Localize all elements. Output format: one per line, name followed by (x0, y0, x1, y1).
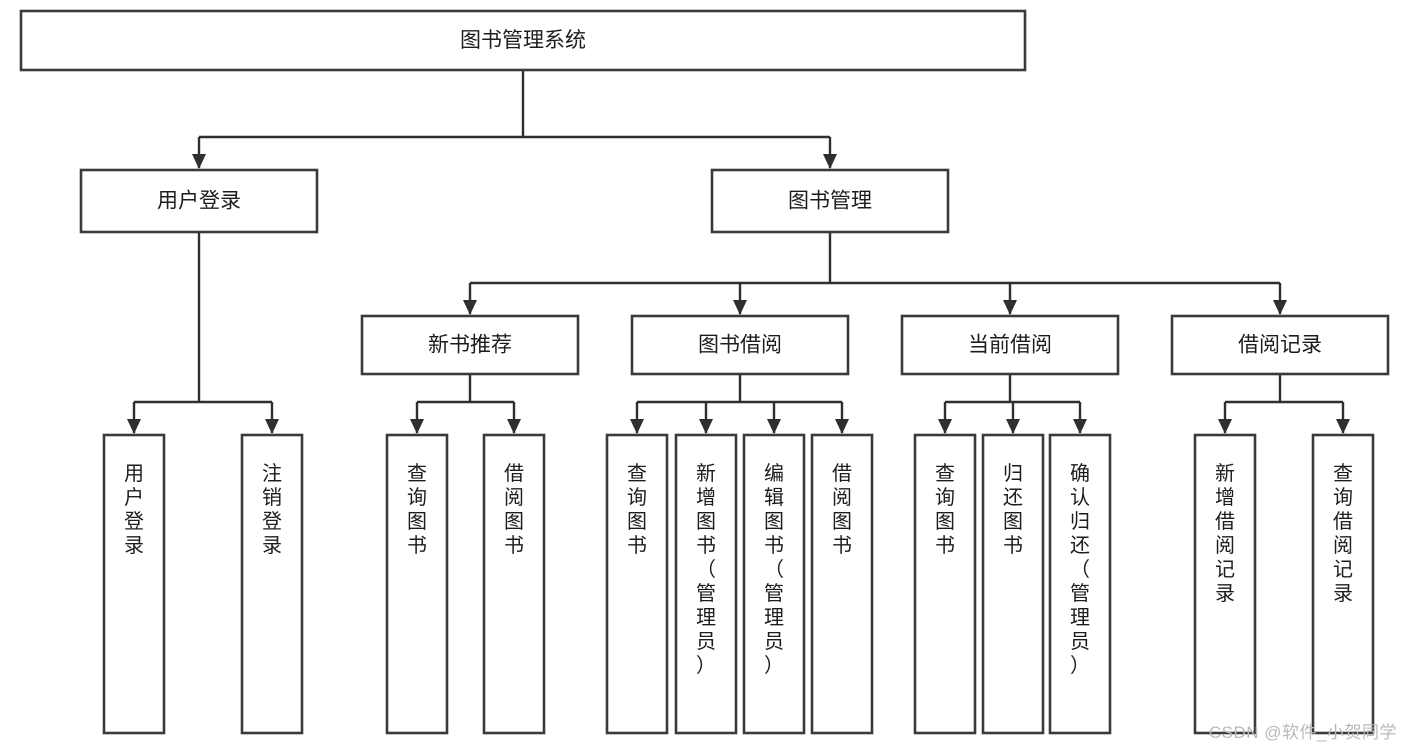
node-label-book-borrow: 图书借阅 (698, 334, 782, 357)
node-leaf-query-record[interactable]: 查询借阅记录 (1311, 433, 1375, 735)
node-box-leaf-edit-book (742, 433, 806, 735)
arrow-head-icon (1073, 419, 1087, 434)
node-leaf-query-book-1[interactable]: 查询图书 (385, 433, 449, 735)
connector-layer (127, 70, 1350, 434)
node-layer: 图书管理系统用户登录图书管理新书推荐图书借阅当前借阅借阅记录用户登录注销登录查询… (19, 9, 1390, 735)
connector-group-book-borrow (630, 374, 849, 434)
node-label-borrow-record: 借阅记录 (1238, 334, 1322, 357)
arrow-head-icon (410, 419, 424, 434)
node-label-leaf-edit-book: 编辑图书（管理员） (764, 462, 784, 677)
node-box-leaf-borrow-book-1 (482, 433, 546, 735)
node-leaf-confirm-return[interactable]: 确认归还（管理员） (1048, 433, 1112, 735)
node-root[interactable]: 图书管理系统 (19, 9, 1027, 72)
node-box-current-borrow (900, 314, 1120, 376)
node-box-leaf-borrow-book-2 (810, 433, 874, 735)
arrow-head-icon (823, 154, 837, 169)
node-leaf-add-record[interactable]: 新增借阅记录 (1193, 433, 1257, 735)
node-box-book-borrow (630, 314, 850, 376)
connector-group-root (192, 70, 837, 169)
arrow-head-icon (127, 419, 141, 434)
node-leaf-query-book-3[interactable]: 查询图书 (913, 433, 977, 735)
node-leaf-return-book[interactable]: 归还图书 (981, 433, 1045, 735)
node-box-leaf-query-record (1311, 433, 1375, 735)
node-current-borrow[interactable]: 当前借阅 (900, 314, 1120, 376)
node-box-leaf-add-record (1193, 433, 1257, 735)
node-label-leaf-query-book-2: 查询图书 (627, 462, 647, 557)
node-box-leaf-add-book (674, 433, 738, 735)
node-book-management[interactable]: 图书管理 (710, 168, 950, 234)
arrow-head-icon (1336, 419, 1350, 434)
arrow-head-icon (1218, 419, 1232, 434)
node-borrow-record[interactable]: 借阅记录 (1170, 314, 1390, 376)
node-label-current-borrow: 当前借阅 (968, 334, 1052, 357)
node-box-borrow-record (1170, 314, 1390, 376)
node-book-borrow[interactable]: 图书借阅 (630, 314, 850, 376)
csdn-watermark: CSDN @软件_小贺同学 (1208, 723, 1397, 742)
node-label-leaf-confirm-return: 确认归还（管理员） (1070, 462, 1090, 677)
connector-group-borrow-record (1218, 374, 1350, 434)
node-label-leaf-user-login: 用户登录 (124, 463, 144, 557)
arrow-head-icon (1003, 300, 1017, 315)
node-box-leaf-user-login (102, 433, 166, 735)
arrow-head-icon (835, 419, 849, 434)
arrow-head-icon (767, 419, 781, 434)
node-user-login[interactable]: 用户登录 (79, 168, 319, 234)
node-box-leaf-query-book-2 (605, 433, 669, 735)
node-label-book-management: 图书管理 (788, 190, 872, 213)
connector-group-current-borrow (938, 374, 1087, 434)
node-label-leaf-add-book: 新增图书（管理员） (696, 462, 716, 677)
node-label-leaf-query-record: 查询借阅记录 (1333, 462, 1353, 605)
node-label-leaf-return-book: 归还图书 (1003, 462, 1023, 557)
node-box-new-book-recommend (360, 314, 580, 376)
arrow-head-icon (699, 419, 713, 434)
node-new-book-recommend[interactable]: 新书推荐 (360, 314, 580, 376)
arrow-head-icon (1006, 419, 1020, 434)
arrow-head-icon (265, 419, 279, 434)
node-box-book-management (710, 168, 950, 234)
node-label-new-book-recommend: 新书推荐 (428, 334, 512, 357)
node-box-root (19, 9, 1027, 72)
connector-group-book-management (463, 232, 1287, 315)
arrow-head-icon (733, 300, 747, 315)
node-leaf-logout[interactable]: 注销登录 (240, 433, 304, 735)
arrow-head-icon (507, 419, 521, 434)
node-box-leaf-return-book (981, 433, 1045, 735)
node-box-leaf-logout (240, 433, 304, 735)
node-box-leaf-confirm-return (1048, 433, 1112, 735)
arrow-head-icon (938, 419, 952, 434)
node-box-leaf-query-book-3 (913, 433, 977, 735)
node-leaf-borrow-book-1[interactable]: 借阅图书 (482, 433, 546, 735)
arrow-head-icon (192, 154, 206, 169)
node-leaf-user-login[interactable]: 用户登录 (102, 433, 166, 735)
node-leaf-add-book[interactable]: 新增图书（管理员） (674, 433, 738, 735)
arrow-head-icon (630, 419, 644, 434)
node-box-user-login (79, 168, 319, 234)
node-leaf-borrow-book-2[interactable]: 借阅图书 (810, 433, 874, 735)
node-label-leaf-query-book-3: 查询图书 (935, 462, 955, 557)
node-label-leaf-add-record: 新增借阅记录 (1215, 462, 1235, 605)
node-label-user-login: 用户登录 (157, 190, 241, 213)
node-label-leaf-borrow-book-2: 借阅图书 (832, 462, 852, 557)
node-label-leaf-borrow-book-1: 借阅图书 (504, 462, 524, 557)
node-label-leaf-logout: 注销登录 (262, 462, 282, 557)
connector-group-new-book-recommend (410, 374, 521, 434)
node-leaf-edit-book[interactable]: 编辑图书（管理员） (742, 433, 806, 735)
arrow-head-icon (463, 300, 477, 315)
connector-group-user-login (127, 232, 279, 434)
node-box-leaf-query-book-1 (385, 433, 449, 735)
node-label-root: 图书管理系统 (460, 29, 586, 52)
node-leaf-query-book-2[interactable]: 查询图书 (605, 433, 669, 735)
node-label-leaf-query-book-1: 查询图书 (407, 462, 427, 557)
arrow-head-icon (1273, 300, 1287, 315)
